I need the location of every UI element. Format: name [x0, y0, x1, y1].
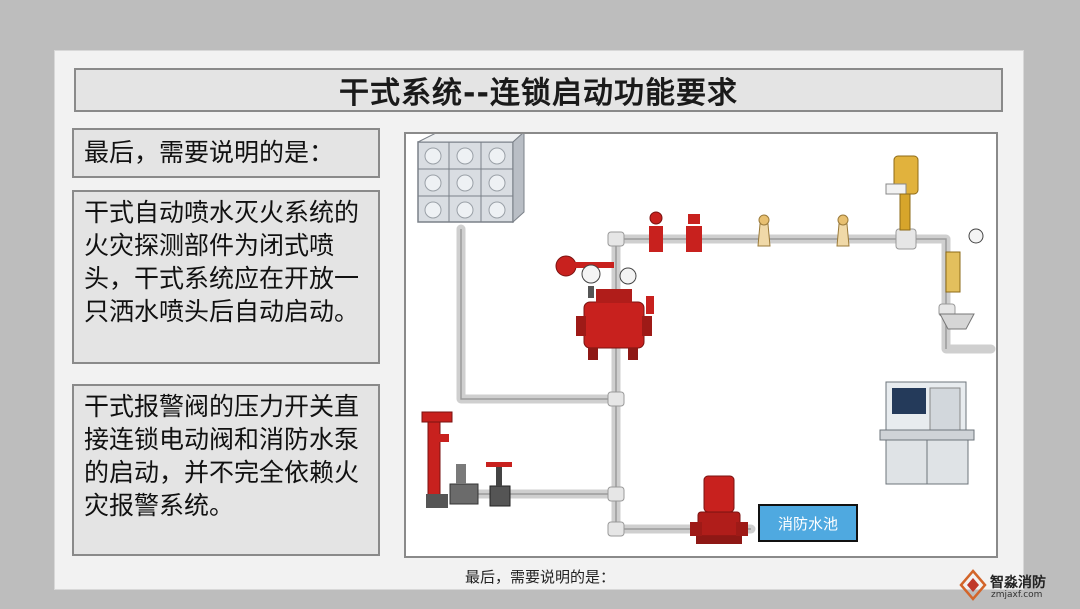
paragraph-2: 干式报警阀的压力开关直接连锁电动阀和消防水泵的启动，并不完全依赖火灾报警系统。: [84, 392, 360, 520]
note-heading-box: 最后，需要说明的是：: [72, 128, 380, 178]
watermark-url: zmjaxf.com: [991, 590, 1043, 600]
paragraph-box-1: 干式自动喷水灭火系统的火灾探测部件为闭式喷头，干式系统应在开放一只洒水喷头后自动…: [72, 190, 380, 364]
fire-pool-label: 消防水池: [777, 514, 838, 533]
gate-valve: [486, 462, 512, 507]
dry-alarm-valve: [555, 255, 654, 360]
fire-pool: 消防水池: [758, 504, 858, 542]
subtitle-caption: 最后，需要说明的是：: [464, 568, 615, 586]
sprinkler-heads: [757, 214, 850, 247]
paragraph-box-2: 干式报警阀的压力开关直接连锁电动阀和消防水泵的启动，并不完全依赖火灾报警系统。: [72, 384, 380, 556]
slide-title: 干式系统--连锁启动功能要求: [74, 68, 1003, 112]
watermark-name: 智淼消防: [990, 575, 1046, 591]
exhaust-valve: [885, 155, 919, 231]
top-valve-1: [649, 211, 663, 252]
diagram-svg: [417, 130, 996, 544]
note-heading: 最后，需要说明的是：: [84, 138, 335, 167]
pump-connector: [421, 411, 453, 508]
top-valve-2: [686, 214, 702, 252]
water-tank: [417, 130, 526, 224]
system-diagram: 消防水池: [404, 130, 998, 558]
watermark-logo-icon: [959, 569, 987, 601]
fire-pump: [690, 475, 748, 544]
check-valve: [449, 464, 479, 505]
paragraph-1: 干式自动喷水灭火系统的火灾探测部件为闭式喷头，干式系统应在开放一只洒水喷头后自动…: [84, 198, 360, 326]
slide: 干式系统--连锁启动功能要求 最后，需要说明的是： 干式自动喷水灭火系统的火灾探…: [54, 50, 1024, 590]
fire-control-panel: [879, 381, 975, 485]
end-test-device: [939, 228, 984, 330]
watermark: 智淼消防 zmjaxf.com: [958, 568, 1076, 608]
